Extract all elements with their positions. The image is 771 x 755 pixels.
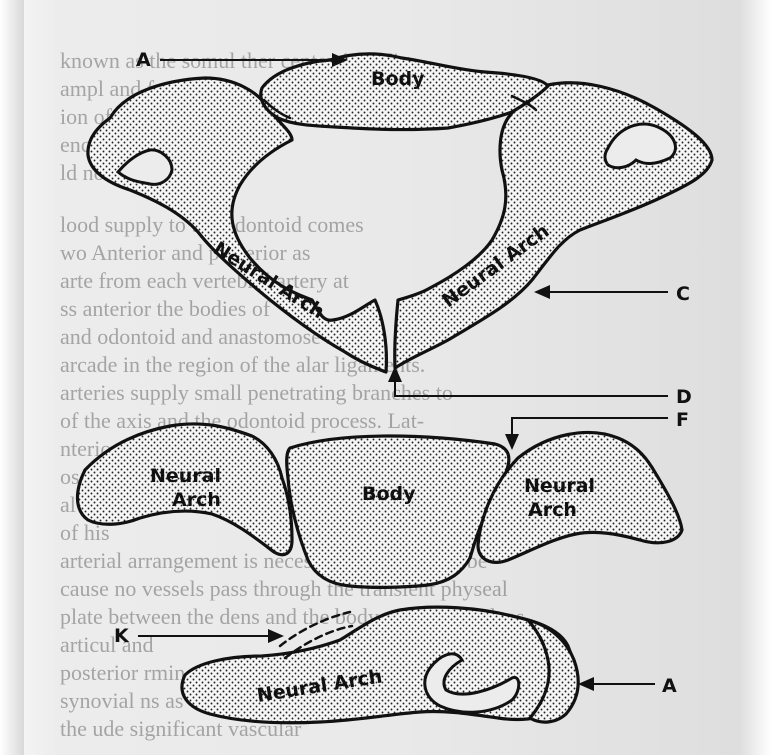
middle-body-label: Body <box>362 483 416 505</box>
letter-d: D <box>676 386 692 408</box>
top-body-label: Body <box>371 68 425 90</box>
top-left-neural-arch-label: Neural Arch <box>209 238 328 324</box>
arrow-k-head <box>268 629 284 643</box>
middle-right-arch-label-line1: Neural <box>524 475 595 497</box>
letter-a-bottom: A <box>662 675 677 697</box>
letter-k: K <box>114 625 130 647</box>
arrow-f-head <box>505 434 519 450</box>
middle-body <box>287 436 509 587</box>
letter-a-top: A <box>136 49 151 71</box>
arrow-a-bottom-head <box>578 677 594 691</box>
letter-f: F <box>676 409 689 431</box>
middle-left-arch-label-line2: Arch <box>172 489 221 511</box>
arrow-d-line <box>395 380 668 396</box>
middle-left-arch-label-line1: Neural <box>150 465 221 487</box>
letter-c: C <box>676 283 690 305</box>
middle-right-arch-label-line2: Arch <box>528 499 577 521</box>
top-vertebra: Body Neural Arch Neural Arch <box>88 54 712 372</box>
arrow-c-head <box>534 285 550 299</box>
top-body <box>261 54 548 130</box>
bottom-vertebra: Neural Arch <box>182 607 578 723</box>
arrow-d-head <box>388 366 402 382</box>
middle-vertebra: Neural Arch Body Neural Arch <box>77 424 682 587</box>
